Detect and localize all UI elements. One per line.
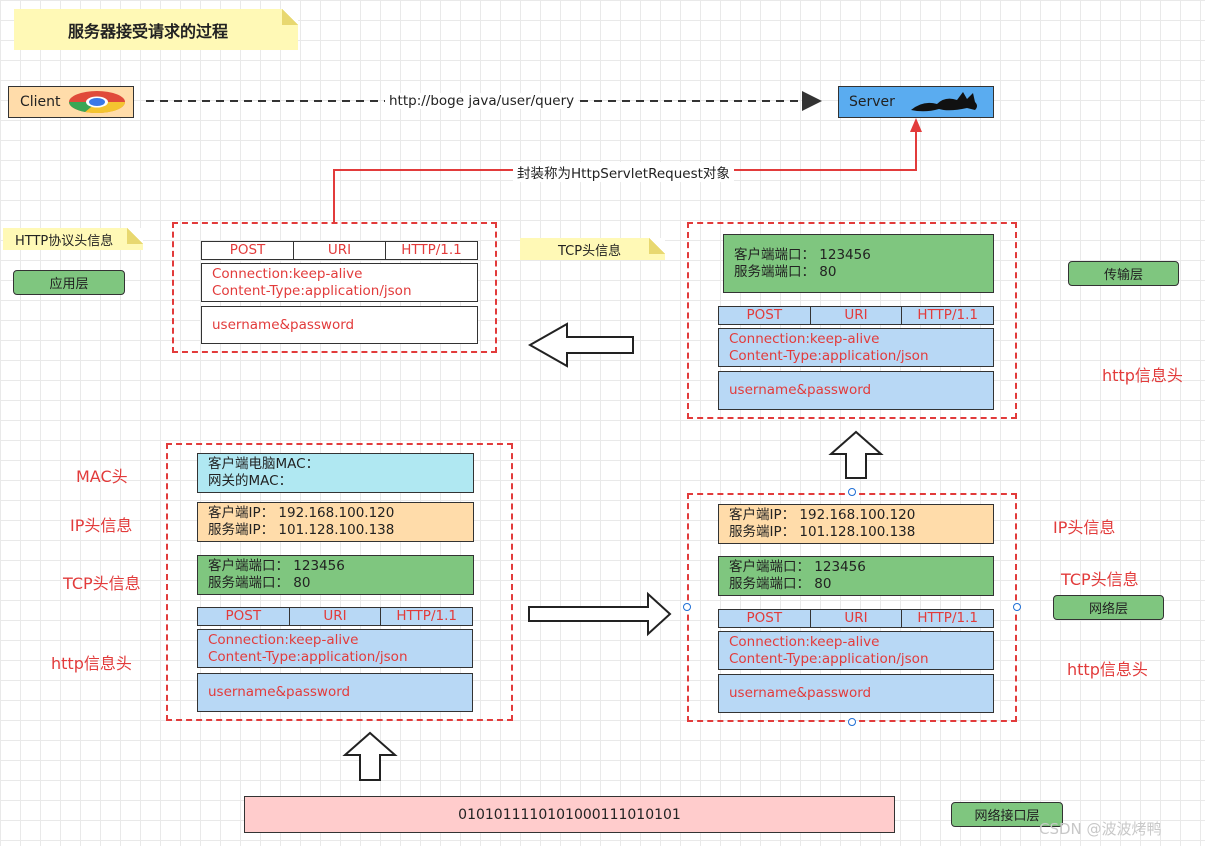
body-text: username&password xyxy=(212,316,355,333)
method: POST xyxy=(746,307,783,323)
header-content-type: Content-Type:application/json xyxy=(208,649,408,665)
http-body: username&password xyxy=(201,306,478,344)
tcp-header: 客户端端口： 123456 服务端端口： 80 xyxy=(723,234,994,293)
tcp-header-note: TCP头信息 xyxy=(520,238,665,260)
header-connection: Connection:keep-alive xyxy=(208,632,359,648)
http-header-note-text: HTTP协议头信息 xyxy=(15,233,114,249)
ip-label-right: IP头信息 xyxy=(1053,518,1116,537)
http-headers: Connection:keep-alive Content-Type:appli… xyxy=(197,629,473,668)
gateway-mac: 网关的MAC： xyxy=(208,473,293,489)
left-hollow-arrow xyxy=(527,322,634,368)
header-content-type: Content-Type:application/json xyxy=(729,651,929,667)
http-body: username&password xyxy=(718,371,994,410)
request-line: POST URI HTTP/1.1 xyxy=(718,306,994,325)
ip-header: 客户端IP： 192.168.100.120 服务端IP： 101.128.10… xyxy=(197,502,474,542)
http-label-left: http信息头 xyxy=(51,654,132,673)
resize-handle-right[interactable] xyxy=(1013,603,1021,611)
note-fold-icon xyxy=(649,238,665,254)
transport-packet xyxy=(687,222,1017,419)
http-headers: Connection:keep-alive Content-Type:appli… xyxy=(718,631,994,670)
up-hollow-arrow-transport xyxy=(828,430,884,479)
method: POST xyxy=(229,242,266,258)
request-line: POST URI HTTP/1.1 xyxy=(718,609,994,628)
client-box[interactable]: Client xyxy=(8,86,134,118)
tcp-header: 客户端端口： 123456 服务端端口： 80 xyxy=(197,555,474,595)
request-url: http://boge java/user/query xyxy=(385,93,579,109)
header-connection: Connection:keep-alive xyxy=(729,331,880,347)
uri: URI xyxy=(809,610,902,627)
layer-link[interactable]: 网络接口层 xyxy=(951,802,1063,827)
chrome-icon xyxy=(67,90,127,114)
resize-handle-top[interactable] xyxy=(848,488,856,496)
server-label: Server xyxy=(849,94,895,110)
server-port: 服务端端口： 80 xyxy=(734,264,837,280)
bitstream-text: 0101011110101000111010101 xyxy=(458,806,681,823)
server-box[interactable]: Server xyxy=(838,86,994,118)
header-connection: Connection:keep-alive xyxy=(212,266,363,282)
up-hollow-arrow-link xyxy=(342,731,398,781)
request-line: POST URI HTTP/1.1 xyxy=(197,607,473,626)
body-text: username&password xyxy=(729,382,872,398)
client-port: 客户端端口： 123456 xyxy=(208,558,345,574)
note-fold-icon xyxy=(127,228,143,244)
page-title: 服务器接受请求的过程 xyxy=(68,21,229,41)
client-mac: 客户端电脑MAC： xyxy=(208,456,320,472)
server-port: 服务端端口： 80 xyxy=(208,575,311,591)
version: HTTP/1.1 xyxy=(901,307,993,324)
mac-header: 客户端电脑MAC： 网关的MAC： xyxy=(197,453,474,493)
client-label: Client xyxy=(20,94,61,110)
method: POST xyxy=(225,608,262,624)
tomcat-icon xyxy=(909,90,981,114)
http-headers: Connection:keep-alive Content-Type:appli… xyxy=(718,328,994,367)
resize-handle-bottom[interactable] xyxy=(848,718,856,726)
version: HTTP/1.1 xyxy=(901,610,993,627)
uri: URI xyxy=(288,608,381,625)
note-fold-icon xyxy=(282,9,298,25)
title-note: 服务器接受请求的过程 xyxy=(14,9,298,50)
client-port: 客户端端口： 123456 xyxy=(729,559,866,575)
tcp-header-note-text: TCP头信息 xyxy=(558,243,622,259)
header-content-type: Content-Type:application/json xyxy=(212,283,412,299)
client-port: 客户端端口： 123456 xyxy=(734,247,871,263)
application-packet xyxy=(172,222,497,353)
tcp-header: 客户端端口： 123456 服务端端口： 80 xyxy=(718,556,994,596)
request-line: POST URI HTTP/1.1 xyxy=(201,241,478,260)
ip-label-left: IP头信息 xyxy=(70,516,133,535)
body-text: username&password xyxy=(208,684,351,700)
watermark: CSDN @波波烤鸭 xyxy=(1039,820,1162,838)
uri: URI xyxy=(809,307,902,324)
client-ip: 客户端IP： 192.168.100.120 xyxy=(208,505,395,521)
layer-network[interactable]: 网络层 xyxy=(1053,595,1164,620)
http-headers: Connection:keep-alive Content-Type:appli… xyxy=(201,263,478,302)
version: HTTP/1.1 xyxy=(380,608,472,625)
body-text: username&password xyxy=(729,685,872,701)
layer-application[interactable]: 应用层 xyxy=(13,270,125,295)
tcp-label-left: TCP头信息 xyxy=(63,574,141,593)
server-ip: 服务端IP： 101.128.100.138 xyxy=(208,522,395,538)
http-header-note: HTTP协议头信息 xyxy=(3,228,143,250)
client-ip: 客户端IP： 192.168.100.120 xyxy=(729,507,916,523)
link-packet xyxy=(166,443,513,721)
header-connection: Connection:keep-alive xyxy=(729,634,880,650)
tcp-label-right: TCP头信息 xyxy=(1061,570,1139,589)
version: HTTP/1.1 xyxy=(385,242,477,259)
resize-handle-left[interactable] xyxy=(683,603,691,611)
wrap-label: 封装称为HttpServletRequest对象 xyxy=(513,162,734,182)
layer-transport[interactable]: 传输层 xyxy=(1068,261,1179,286)
header-content-type: Content-Type:application/json xyxy=(729,348,929,364)
http-body: username&password xyxy=(718,674,994,713)
http-label-right: http信息头 xyxy=(1067,660,1148,679)
mac-label: MAC头 xyxy=(76,467,128,486)
ip-header: 客户端IP： 192.168.100.120 服务端IP： 101.128.10… xyxy=(718,504,994,544)
method: POST xyxy=(746,610,783,626)
bitstream-box: 0101011110101000111010101 xyxy=(244,796,895,833)
server-port: 服务端端口： 80 xyxy=(729,576,832,592)
right-hollow-arrow xyxy=(528,591,672,637)
http-header-label-right-top: http信息头 xyxy=(1102,366,1183,385)
http-body: username&password xyxy=(197,673,473,712)
server-ip: 服务端IP： 101.128.100.138 xyxy=(729,524,916,540)
uri: URI xyxy=(293,242,385,259)
